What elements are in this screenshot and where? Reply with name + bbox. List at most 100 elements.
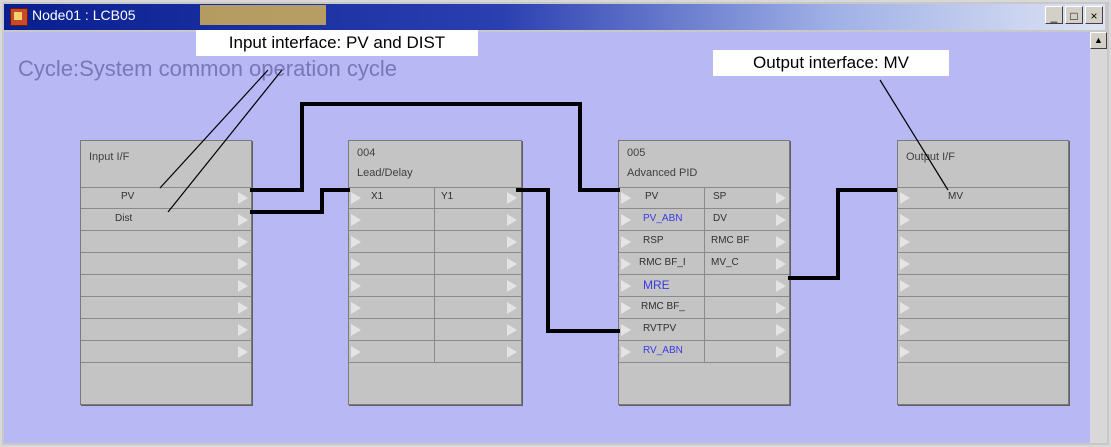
- window-title: Node01 : LCB05: [32, 7, 136, 23]
- input-port-arrow-icon[interactable]: [621, 258, 631, 270]
- io-row[interactable]: PV_ABN DV: [619, 209, 789, 231]
- block-type: Advanced PID: [627, 167, 698, 179]
- output-port-arrow-icon[interactable]: [238, 324, 248, 336]
- input-port-arrow-icon[interactable]: [900, 302, 910, 314]
- output-port-arrow-icon[interactable]: [776, 214, 786, 226]
- input-port-row[interactable]: PV: [81, 187, 251, 209]
- input-port-arrow-icon[interactable]: [351, 192, 361, 204]
- input-port-arrow-icon[interactable]: [621, 280, 631, 292]
- port-label: RV_ABN: [643, 345, 683, 356]
- output-port-arrow-icon[interactable]: [507, 280, 517, 292]
- input-port-arrow-icon[interactable]: [900, 280, 910, 292]
- input-port-arrow-icon[interactable]: [351, 236, 361, 248]
- output-port-arrow-icon[interactable]: [776, 280, 786, 292]
- port-label: DV: [713, 213, 727, 224]
- io-row[interactable]: RSP RMC BF: [619, 231, 789, 253]
- input-port-arrow-icon[interactable]: [621, 214, 631, 226]
- lead-delay-block[interactable]: 004 Lead/Delay X1 Y1: [348, 140, 522, 405]
- output-port-arrow-icon[interactable]: [776, 192, 786, 204]
- output-port-arrow-icon[interactable]: [238, 346, 248, 358]
- input-port-row[interactable]: [81, 341, 251, 363]
- input-port-row[interactable]: [81, 253, 251, 275]
- output-port-arrow-icon[interactable]: [507, 236, 517, 248]
- output-port-row[interactable]: [898, 209, 1068, 231]
- leader-line: [879, 79, 949, 191]
- output-port-arrow-icon[interactable]: [507, 302, 517, 314]
- port-label-dist: Dist: [115, 213, 133, 224]
- io-row[interactable]: RVTPV: [619, 319, 789, 341]
- input-port-arrow-icon[interactable]: [351, 302, 361, 314]
- input-port-arrow-icon[interactable]: [900, 258, 910, 270]
- output-port-row[interactable]: [898, 253, 1068, 275]
- output-port-arrow-icon[interactable]: [776, 302, 786, 314]
- io-row[interactable]: [349, 341, 521, 363]
- output-port-row[interactable]: [898, 275, 1068, 297]
- vertical-scrollbar[interactable]: ▲: [1090, 32, 1107, 443]
- io-row[interactable]: RMC BF_: [619, 297, 789, 319]
- minimize-button[interactable]: _: [1045, 6, 1063, 24]
- io-row[interactable]: [349, 209, 521, 231]
- input-port-arrow-icon[interactable]: [621, 236, 631, 248]
- input-port-arrow-icon[interactable]: [351, 346, 361, 358]
- input-port-arrow-icon[interactable]: [900, 214, 910, 226]
- scroll-up-arrow-icon[interactable]: ▲: [1090, 32, 1107, 49]
- io-row[interactable]: [349, 253, 521, 275]
- output-port-arrow-icon[interactable]: [507, 324, 517, 336]
- output-port-row[interactable]: MV: [898, 187, 1068, 209]
- output-port-row[interactable]: [898, 319, 1068, 341]
- output-port-arrow-icon[interactable]: [507, 214, 517, 226]
- io-row[interactable]: RV_ABN: [619, 341, 789, 363]
- input-if-block[interactable]: Input I/F PV Dist: [80, 140, 252, 405]
- input-port-row[interactable]: [81, 319, 251, 341]
- port-label: SP: [713, 191, 727, 202]
- input-port-arrow-icon[interactable]: [351, 214, 361, 226]
- io-row[interactable]: RMC BF_I MV_C: [619, 253, 789, 275]
- io-row[interactable]: X1 Y1: [349, 187, 521, 209]
- input-port-arrow-icon[interactable]: [900, 324, 910, 336]
- close-button[interactable]: ×: [1085, 6, 1103, 24]
- output-port-arrow-icon[interactable]: [238, 258, 248, 270]
- output-port-arrow-icon[interactable]: [238, 280, 248, 292]
- output-port-row[interactable]: [898, 231, 1068, 253]
- function-block-canvas[interactable]: Cycle:System common operation cycle Inpu…: [4, 32, 1090, 443]
- maximize-button[interactable]: □: [1065, 6, 1083, 24]
- input-port-row[interactable]: [81, 231, 251, 253]
- input-port-arrow-icon[interactable]: [621, 346, 631, 358]
- output-port-arrow-icon[interactable]: [238, 192, 248, 204]
- output-port-row[interactable]: [898, 297, 1068, 319]
- callout-input-interface: Input interface: PV and DIST: [196, 30, 478, 56]
- output-port-arrow-icon[interactable]: [507, 192, 517, 204]
- io-row[interactable]: MRE: [619, 275, 789, 297]
- output-port-arrow-icon[interactable]: [507, 346, 517, 358]
- io-row[interactable]: PV SP: [619, 187, 789, 209]
- input-port-arrow-icon[interactable]: [621, 192, 631, 204]
- input-port-row[interactable]: [81, 275, 251, 297]
- output-port-arrow-icon[interactable]: [238, 236, 248, 248]
- input-port-arrow-icon[interactable]: [621, 324, 631, 336]
- input-port-arrow-icon[interactable]: [351, 258, 361, 270]
- io-row[interactable]: [349, 231, 521, 253]
- output-port-arrow-icon[interactable]: [776, 346, 786, 358]
- io-row[interactable]: [349, 297, 521, 319]
- port-label: MRE: [643, 278, 670, 292]
- output-port-row[interactable]: [898, 341, 1068, 363]
- output-port-arrow-icon[interactable]: [776, 324, 786, 336]
- io-row[interactable]: [349, 319, 521, 341]
- input-port-arrow-icon[interactable]: [351, 280, 361, 292]
- output-port-arrow-icon[interactable]: [776, 236, 786, 248]
- input-port-arrow-icon[interactable]: [900, 236, 910, 248]
- output-port-arrow-icon[interactable]: [238, 214, 248, 226]
- title-bar[interactable]: Node01 : LCB05 _ □ ×: [4, 4, 1105, 30]
- input-port-arrow-icon[interactable]: [900, 346, 910, 358]
- output-port-arrow-icon[interactable]: [776, 258, 786, 270]
- input-port-arrow-icon[interactable]: [900, 192, 910, 204]
- output-port-arrow-icon[interactable]: [507, 258, 517, 270]
- input-port-arrow-icon[interactable]: [621, 302, 631, 314]
- input-port-row[interactable]: Dist: [81, 209, 251, 231]
- input-port-row[interactable]: [81, 297, 251, 319]
- advanced-pid-block[interactable]: 005 Advanced PID PV SP PV_ABN DV RSP RMC…: [618, 140, 790, 405]
- io-row[interactable]: [349, 275, 521, 297]
- output-port-arrow-icon[interactable]: [238, 302, 248, 314]
- output-if-block[interactable]: Output I/F MV: [897, 140, 1069, 405]
- input-port-arrow-icon[interactable]: [351, 324, 361, 336]
